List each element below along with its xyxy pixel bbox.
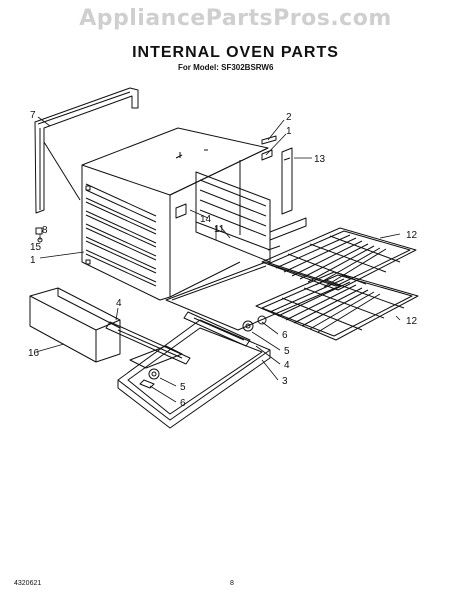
oven-cavity bbox=[81, 127, 269, 301]
callout-1-left: 1 bbox=[30, 255, 36, 266]
part-8-screw bbox=[35, 227, 43, 235]
leader-lines bbox=[35, 116, 401, 403]
callout-5-right: 5 bbox=[284, 346, 290, 357]
callout-4-left: 4 bbox=[116, 298, 122, 309]
callout-5-left: 5 bbox=[180, 382, 186, 393]
callout-14: 14 bbox=[200, 214, 212, 225]
part-4-burner-left bbox=[105, 321, 191, 365]
callout-1-top: 1 bbox=[286, 126, 292, 137]
callout-labels: 7 2 1 13 14 11 12 12 8 15 1 16 4 6 5 4 3… bbox=[28, 110, 418, 409]
callout-7: 7 bbox=[30, 110, 36, 121]
callout-15: 15 bbox=[30, 242, 42, 253]
callout-8: 8 bbox=[42, 225, 48, 236]
part-7-frame bbox=[34, 87, 139, 214]
callout-3: 3 bbox=[282, 376, 288, 387]
part-12-rack-lower bbox=[255, 271, 419, 341]
callout-2: 2 bbox=[286, 112, 292, 123]
part-3-bottom-tray bbox=[117, 319, 271, 429]
right-rack-support bbox=[175, 171, 271, 263]
part-11-floor bbox=[165, 245, 341, 331]
callout-6-left: 6 bbox=[180, 398, 186, 409]
callout-11: 11 bbox=[214, 224, 225, 235]
callout-16: 16 bbox=[28, 348, 40, 359]
callout-12-lower: 12 bbox=[406, 316, 418, 327]
callout-13: 13 bbox=[314, 154, 326, 165]
part-16-front-trim bbox=[29, 287, 121, 363]
part-2-hardware bbox=[261, 135, 277, 161]
part-13-strip bbox=[269, 147, 307, 241]
callout-4-right: 4 bbox=[284, 360, 290, 371]
part-5-6-fittings-left bbox=[139, 368, 160, 389]
callout-6-right: 6 bbox=[282, 330, 288, 341]
callout-12-upper: 12 bbox=[406, 230, 418, 241]
footer-page-number: 8 bbox=[230, 580, 234, 587]
model-subtitle: For Model: SF302BSRW6 bbox=[178, 63, 274, 72]
footer-code: 4320621 bbox=[14, 580, 42, 587]
page-title: INTERNAL OVEN PARTS bbox=[132, 44, 339, 61]
part-5-6-fittings-right bbox=[242, 315, 267, 332]
watermark-text: AppliancePartsPros.com bbox=[79, 6, 392, 31]
